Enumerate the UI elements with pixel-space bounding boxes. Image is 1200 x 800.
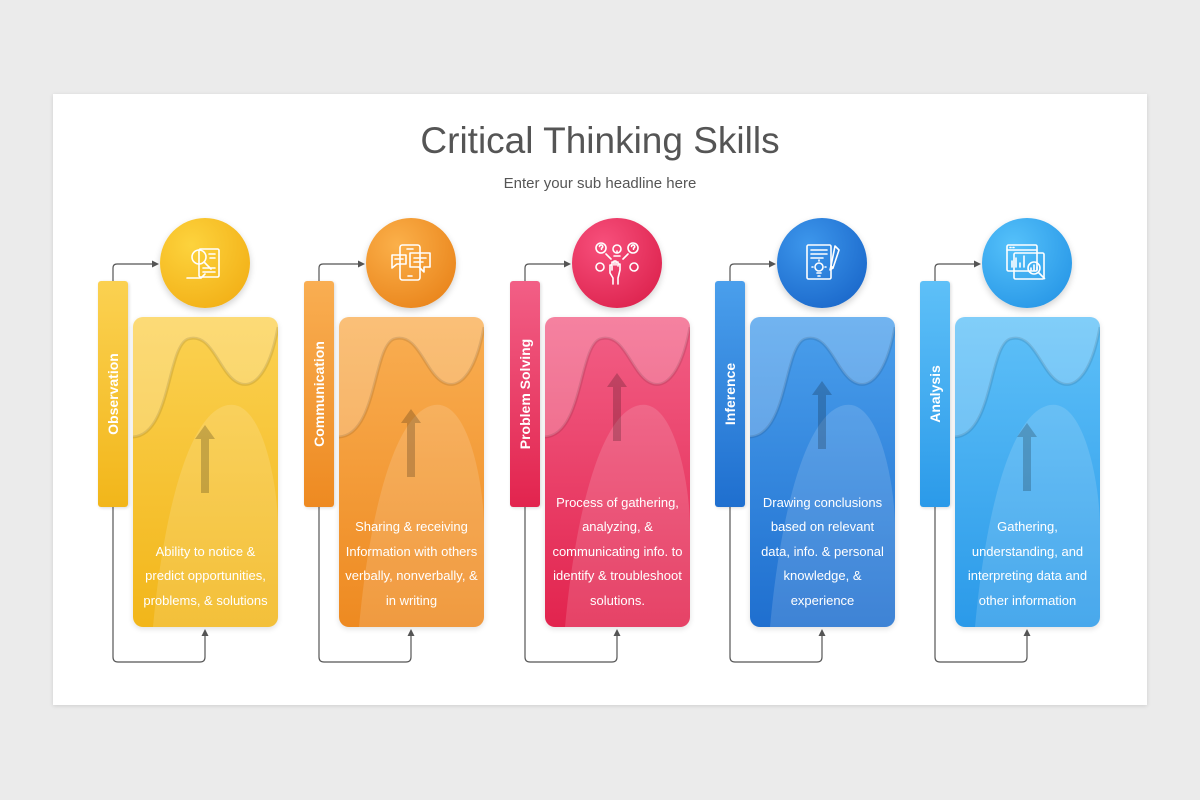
up-arrow-icon bbox=[1017, 423, 1037, 491]
skill-label: Communication bbox=[311, 341, 327, 447]
skill-analysis: Analysis Gathering, understanding, and i… bbox=[0, 0, 1100, 663]
card-wave-background bbox=[339, 317, 484, 627]
skill-description: Sharing & receiving Information with oth… bbox=[345, 519, 478, 608]
card-wave-background bbox=[545, 317, 690, 627]
skill-label-bar: Communication bbox=[304, 281, 334, 507]
skill-label-bar: Observation bbox=[98, 281, 128, 507]
hand-ideas-icon bbox=[595, 242, 639, 285]
skill-problem-solving: Problem Solving Process of gathering, an… bbox=[0, 0, 690, 663]
skill-label-bar: Problem Solving bbox=[510, 281, 540, 507]
skill-icon-circle bbox=[777, 218, 867, 308]
skill-description: Drawing conclusions based on relevant da… bbox=[761, 494, 884, 608]
skill-observation: Observation Ability to notice & predict … bbox=[0, 0, 278, 663]
skill-icon-circle bbox=[982, 218, 1072, 308]
skill-card: Sharing & receiving Information with oth… bbox=[339, 317, 484, 627]
up-arrow-icon bbox=[401, 409, 421, 477]
skill-card: Process of gathering, analyzing, & commu… bbox=[545, 317, 690, 627]
skill-label: Problem Solving bbox=[517, 338, 533, 450]
skill-label: Observation bbox=[105, 353, 121, 435]
skill-description: Process of gathering, analyzing, & commu… bbox=[552, 494, 683, 608]
skill-label: Inference bbox=[722, 362, 738, 426]
skill-card: Drawing conclusions based on relevant da… bbox=[750, 317, 895, 627]
page-title: Critical Thinking Skills bbox=[420, 120, 780, 161]
skill-inference: Inference Drawing conclusions based on r… bbox=[0, 0, 895, 663]
page-subtitle: Enter your sub headline here bbox=[503, 175, 697, 192]
skill-card: Gathering, understanding, and interpreti… bbox=[955, 317, 1100, 627]
skill-card: Ability to notice & predict opportunitie… bbox=[133, 317, 278, 627]
document-pen-icon bbox=[806, 244, 840, 280]
up-arrow-icon bbox=[812, 381, 832, 449]
phone-chat-icon bbox=[391, 244, 431, 281]
magnifier-document-icon bbox=[186, 248, 220, 279]
skill-label-bar: Analysis bbox=[920, 281, 950, 507]
card-wave-background bbox=[955, 317, 1100, 627]
skill-description: Ability to notice & predict opportunitie… bbox=[143, 543, 268, 608]
skill-icon-circle bbox=[366, 218, 456, 308]
skill-label: Analysis bbox=[927, 365, 943, 423]
skill-icon-circle bbox=[572, 218, 662, 308]
up-arrow-icon bbox=[195, 425, 215, 493]
skill-label-bar: Inference bbox=[715, 281, 745, 507]
skill-description: Gathering, understanding, and interpreti… bbox=[967, 519, 1088, 608]
skill-icon-circle bbox=[160, 218, 250, 308]
card-wave-background bbox=[750, 317, 895, 627]
up-arrow-icon bbox=[607, 373, 627, 441]
card-wave-background bbox=[133, 317, 278, 627]
chart-search-icon bbox=[1006, 244, 1046, 280]
skill-communication: Communication Sharing & receiving Inform… bbox=[0, 0, 484, 663]
